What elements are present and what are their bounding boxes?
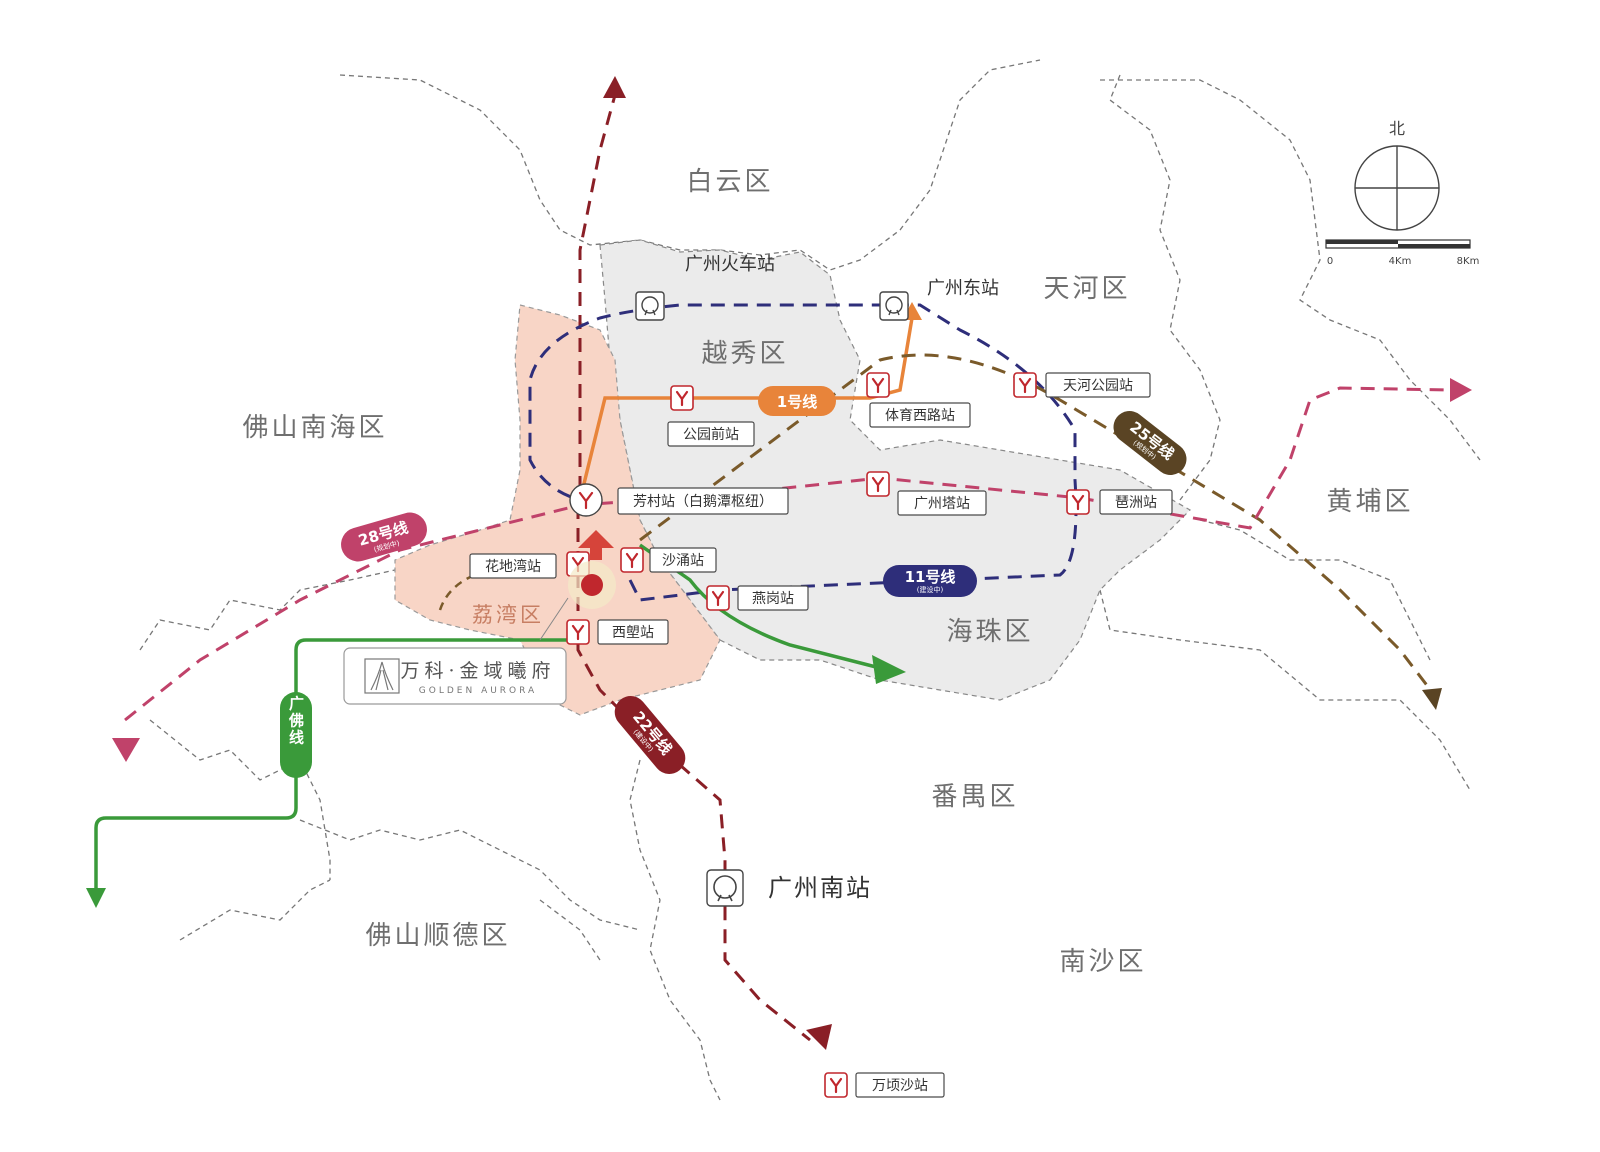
metro-icon-canton-tower: [866, 471, 890, 497]
district-panyu: 番禺区: [931, 782, 1018, 812]
line25-arrow-head: [1422, 688, 1442, 710]
line28-arrow-west: [112, 738, 140, 762]
svg-text:1号线: 1号线: [777, 393, 817, 411]
rail-icon-guangzhou-east: [879, 291, 909, 321]
metro-icon-pazhou: [1066, 489, 1090, 515]
compass-north-label: 北: [1389, 119, 1405, 138]
station-box-tiyu-xilu: 体育西路站: [869, 402, 971, 428]
station-guangzhou-railway: 广州火车站: [685, 254, 775, 275]
svg-text:花地湾站: 花地湾站: [485, 558, 541, 575]
compass: 北: [1354, 119, 1440, 231]
guangfo-arrow-head: [86, 888, 106, 908]
station-box-huadiwan: 花地湾站: [469, 553, 557, 579]
line1-pill: 1号线: [758, 386, 836, 416]
line28-arrow-east: [1450, 378, 1472, 402]
metro-icon-tianhe-park: [1013, 372, 1037, 398]
svg-text:公园前站: 公园前站: [683, 426, 739, 443]
svg-text:万顷沙站: 万顷沙站: [872, 1078, 928, 1094]
svg-text:琶洲站: 琶洲站: [1115, 495, 1157, 511]
station-box-tianhe-park: 天河公园站: [1045, 372, 1151, 398]
svg-text:广州塔站: 广州塔站: [914, 496, 970, 512]
metro-icon-shayong: [620, 547, 644, 573]
district-baiyun: 白云区: [686, 167, 773, 197]
station-guangzhou-east: 广州东站: [927, 278, 999, 299]
green-branch-arrow: [872, 655, 906, 684]
green-branch-path: [638, 543, 881, 670]
district-foshan-shunde: 佛山顺德区: [365, 921, 510, 951]
station-box-pazhou: 琶洲站: [1099, 489, 1173, 515]
svg-text:芳村站（白鹅潭枢纽）: 芳村站（白鹅潭枢纽）: [633, 493, 773, 510]
station-box-canton-tower: 广州塔站: [897, 490, 987, 516]
rail-icon-guangzhou-south: [706, 869, 744, 907]
project-name-en: GOLDEN AURORA: [419, 686, 537, 696]
svg-text:西塱站: 西塱站: [612, 625, 654, 641]
district-boundaries: [139, 59, 1481, 1101]
svg-text:广佛线: 广佛线: [287, 695, 305, 747]
rail-icon-guangzhou-railway: [635, 291, 665, 321]
svg-text:燕岗站: 燕岗站: [752, 591, 794, 607]
line22-pill: 22号线 (建设中): [614, 696, 686, 774]
project-name-cn: 万科·金域曦府: [400, 660, 555, 682]
metro-icon-tiyu-xilu: [866, 372, 890, 398]
district-foshan-nanhai: 佛山南海区: [242, 413, 387, 443]
metro-icon-wanqingsha: [824, 1072, 848, 1098]
metro-icon-xilang: [566, 619, 590, 645]
metro-icon-fangcun: [569, 483, 603, 517]
metro-icon-gongyuanqian: [670, 385, 694, 411]
station-box-fangcun: 芳村站（白鹅潭枢纽）: [617, 487, 789, 515]
line22-path: [576, 505, 811, 1042]
station-box-wanqingsha: 万顷沙站: [855, 1072, 945, 1098]
district-nansha: 南沙区: [1059, 947, 1146, 977]
svg-text:(建设中): (建设中): [917, 585, 944, 594]
north-arrow-head: [603, 76, 626, 98]
project-logo-icon: [364, 658, 400, 694]
project-logo-card: 万科·金域曦府 GOLDEN AURORA: [343, 647, 567, 705]
guangfo-pill: 广佛线: [280, 692, 312, 778]
line11-pill: 11号线 (建设中): [883, 565, 977, 597]
scale-bar: 0 4Km 8Km: [1325, 239, 1480, 267]
svg-text:天河公园站: 天河公园站: [1063, 378, 1133, 394]
district-liwan: 荔湾区: [472, 603, 544, 627]
svg-text:体育西路站: 体育西路站: [885, 408, 955, 424]
svg-text:沙涌站: 沙涌站: [662, 553, 704, 569]
station-box-yangang: 燕岗站: [737, 585, 809, 611]
station-box-shayong: 沙涌站: [649, 547, 717, 573]
metro-icon-yangang: [706, 585, 730, 611]
line11-path: [528, 303, 1078, 602]
station-box-xilang: 西塱站: [597, 619, 669, 645]
svg-text:11号线: 11号线: [905, 568, 956, 586]
guangfo-path: [94, 638, 570, 890]
station-box-gongyuanqian: 公园前站: [667, 421, 755, 447]
district-yuexiu: 越秀区: [701, 339, 788, 369]
scale-label-0: 0: [1327, 256, 1333, 267]
district-haizhu: 海珠区: [946, 617, 1033, 647]
station-guangzhou-south: 广州南站: [768, 874, 872, 902]
scale-label-4: 4Km: [1389, 256, 1412, 267]
project-location-marker: [539, 530, 616, 641]
district-tianhe: 天河区: [1043, 274, 1130, 304]
district-huangpu: 黄埔区: [1326, 487, 1413, 517]
line22-arrow-head: [806, 1024, 832, 1050]
scale-label-8: 8Km: [1457, 256, 1480, 267]
